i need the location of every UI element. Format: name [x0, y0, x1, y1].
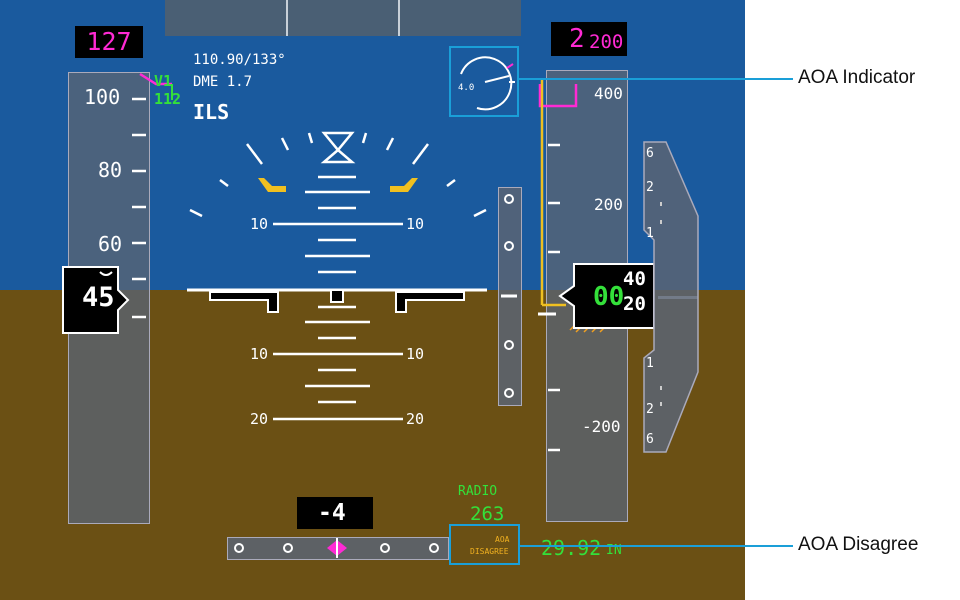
pitch-label: 10: [250, 345, 269, 363]
vsi-tick-label: 2: [646, 180, 654, 195]
altitude-roll-bottom: 20: [623, 293, 646, 315]
current-altitude-hundreds: 00: [593, 282, 625, 312]
vsi-tick-label: 6: [646, 146, 654, 161]
speed-tick-label: 100: [84, 85, 121, 109]
aoa-disagree-line1: AOA: [495, 535, 510, 544]
vsi-tick-label: 1: [646, 226, 654, 241]
radio-altitude-label: RADIO: [458, 484, 498, 499]
current-speed-box: [62, 266, 130, 334]
glideslope-dots: [501, 194, 517, 398]
vsi-tick-label: 6: [646, 432, 654, 447]
altitude-tick-label: 400: [594, 84, 623, 103]
selected-altitude-hundreds: 200: [589, 31, 624, 53]
selected-speed-readout: 127: [75, 26, 143, 58]
speed-tape-scale: [132, 72, 173, 319]
heading-readout: -4: [318, 500, 346, 526]
attitude-indicator: [187, 131, 487, 421]
altitude-roll-top: 40: [623, 268, 646, 290]
heading-box: [297, 497, 373, 529]
aoa-disagree-callout: AOA Disagree: [798, 534, 919, 555]
localizer-dots: [234, 538, 439, 558]
altitude-tick-label: -200: [582, 417, 621, 436]
current-speed-readout: 45: [82, 282, 115, 313]
aoa-indicator-highlight-box: [449, 46, 519, 117]
vsi-tick-label: 2: [646, 402, 654, 417]
speed-tick-label: 80: [98, 158, 123, 182]
selected-altitude-box: [551, 22, 627, 56]
aoa-gauge-value: 4.0: [458, 83, 475, 93]
altitude-tick-label: 200: [594, 195, 623, 214]
primary-flight-display: 127 100 80 60 V1 112 45 110.90/133° DME …: [0, 0, 745, 600]
baro-setting-value: 29.92: [541, 536, 602, 560]
radio-altitude-value: 263: [470, 503, 505, 525]
vsi-tick-label: 1: [646, 356, 654, 371]
pitch-label: 20: [406, 410, 425, 428]
speed-tick-label: 60: [98, 232, 123, 256]
pitch-label: 10: [250, 215, 269, 233]
selected-altitude-thousands: 2: [569, 24, 585, 54]
top-bar: [165, 0, 521, 36]
top-bar-divider: [398, 0, 400, 36]
pitch-label: 20: [250, 410, 269, 428]
aoa-gauge: [460, 56, 515, 111]
aoa-disagree-highlight-box: [449, 524, 520, 565]
aoa-disagree-line2: DISAGREE: [470, 547, 509, 556]
dme-distance: DME 1.7: [193, 74, 253, 90]
pitch-label: 10: [406, 215, 425, 233]
aoa-indicator-callout: AOA Indicator: [798, 67, 916, 88]
v1-label: V1: [154, 72, 173, 90]
top-bar-divider: [286, 0, 288, 36]
nav-frequency: 110.90/133°: [193, 52, 286, 68]
approach-mode: ILS: [193, 100, 230, 124]
vertical-speed-indicator: [643, 141, 699, 453]
v1-speed-value: 112: [154, 90, 182, 108]
pitch-label: 10: [406, 345, 425, 363]
